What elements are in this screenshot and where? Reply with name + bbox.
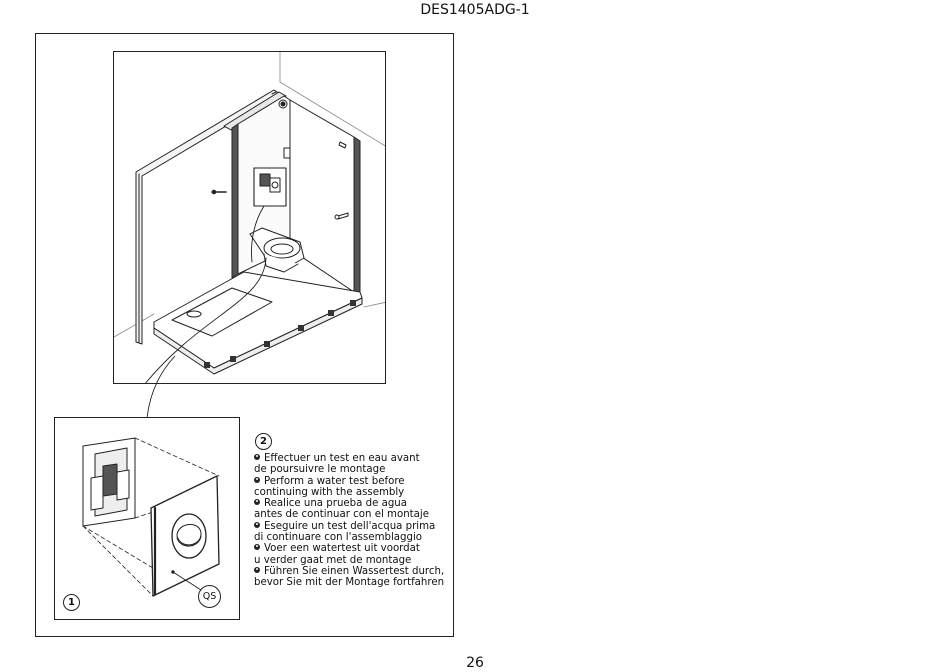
- document-code: DES1405ADG-1: [420, 2, 530, 18]
- bullet-icon: [254, 566, 260, 573]
- instruction-frame: [35, 33, 454, 637]
- page-number: 26: [466, 655, 484, 671]
- bullet-icon: [254, 476, 260, 483]
- step-number-badge: 2: [255, 433, 272, 450]
- instruction-text-block: 2 Effectuer un test en eau avant de pour…: [254, 433, 454, 589]
- instruction-en: Perform a water test before continuing w…: [254, 475, 405, 498]
- instruction-fr: Effectuer un test en eau avant de poursu…: [254, 453, 420, 476]
- detail-number-badge: 1: [63, 594, 80, 611]
- instruction-nl: Voer een watertest uit voordat u verder …: [254, 543, 420, 566]
- cabin-illustration: [113, 51, 386, 384]
- bullet-icon: [254, 499, 260, 506]
- bullet-icon: [254, 521, 260, 528]
- bullet-icon: [254, 544, 260, 551]
- qs-callout: QS: [198, 585, 221, 608]
- instruction-de: Führen Sie einen Wassertest durch, bevor…: [254, 565, 445, 589]
- instruction-es: Realice una prueba de agua antes de cont…: [254, 498, 429, 521]
- instruction-it: Eseguire un test dell'acqua prima di con…: [254, 520, 436, 544]
- bullet-icon: [254, 454, 260, 460]
